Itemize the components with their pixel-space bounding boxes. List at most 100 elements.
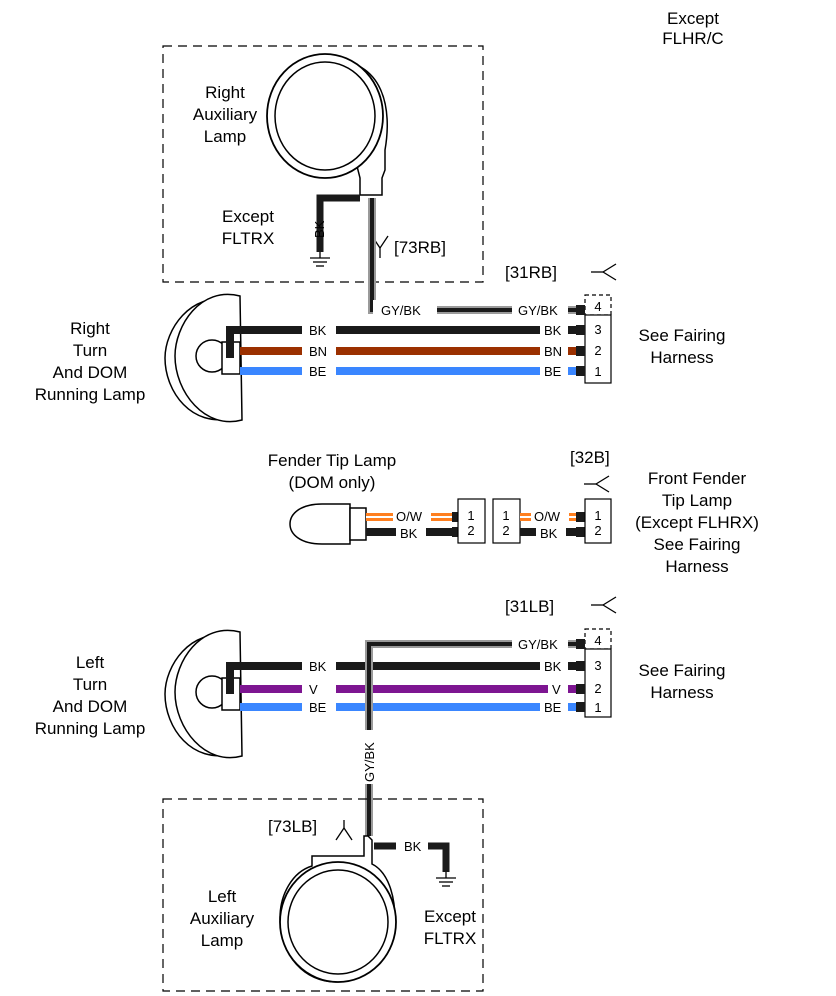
fender-pin-1: 1 xyxy=(594,508,601,523)
left-v-label-1: V xyxy=(309,682,318,697)
fender-bk-label-2: BK xyxy=(540,526,558,541)
right-gybk-wire-core xyxy=(370,198,576,312)
left-bk-label-2: BK xyxy=(544,659,562,674)
left-be-gap-1 xyxy=(302,697,336,717)
right-gybk-label-2: GY/BK xyxy=(518,303,558,318)
right-bk-label-1: BK xyxy=(309,323,327,338)
left-v-gap-1 xyxy=(302,679,336,699)
right-aux-label-1: Right xyxy=(205,83,245,102)
left-turn-see-2: Harness xyxy=(650,683,713,702)
header-note-line2: FLHR/C xyxy=(662,29,723,48)
left-bk-gap-1 xyxy=(302,656,336,676)
left-v-gap-2 xyxy=(548,679,568,699)
right-gybk-label-gap-1 xyxy=(373,300,437,320)
right-bk-gap-2 xyxy=(540,320,568,340)
left-aux-ground-gap xyxy=(396,836,428,856)
left-gybk-label-1: GY/BK xyxy=(518,637,558,652)
right-turn-see-1: See Fairing xyxy=(639,326,726,345)
right-pin-3: 3 xyxy=(594,322,601,337)
right-aux-ground-wire xyxy=(316,194,360,252)
right-turn-label-4: Running Lamp xyxy=(35,385,146,404)
left-bk-wire xyxy=(226,662,576,694)
left-aux-connector-icon xyxy=(335,820,353,841)
right-turn-label-3: And DOM xyxy=(53,363,128,382)
right-aux-lamp-icon xyxy=(266,53,388,196)
right-aux-label-2: Auxiliary xyxy=(193,105,258,124)
fender-ow-label-2: O/W xyxy=(534,509,561,524)
right-turn-connector-icon xyxy=(576,294,612,384)
right-aux-except-1: Except xyxy=(222,207,274,226)
left-aux-label-1: Left xyxy=(208,887,237,906)
right-aux-boundary xyxy=(162,45,484,283)
right-be-gap-1 xyxy=(302,361,336,381)
left-aux-label-2: Auxiliary xyxy=(190,909,255,928)
left-pin-2: 2 xyxy=(594,681,601,696)
fender-tip-lamp-icon xyxy=(289,503,367,545)
right-bn-label-2: BN xyxy=(544,344,562,359)
left-turn-lamp-icon xyxy=(164,629,243,759)
right-turn-label-2: Turn xyxy=(73,341,107,360)
right-turn-label-1: Right xyxy=(70,319,110,338)
left-turn-connector-icon xyxy=(576,628,612,718)
left-turn-label-4: Running Lamp xyxy=(35,719,146,738)
left-turn-connector-symbol-icon xyxy=(591,596,617,614)
right-gybk-label-1: GY/BK xyxy=(381,303,421,318)
right-pin-2: 2 xyxy=(594,343,601,358)
fender-connector-symbol-icon xyxy=(584,475,610,493)
fender-inline-pin-1a: 1 xyxy=(467,508,474,523)
right-bn-gap-2 xyxy=(540,341,568,361)
left-aux-ground-label: BK xyxy=(404,839,422,854)
right-bk-wire xyxy=(226,326,576,358)
fender-right-label-4: See Fairing xyxy=(654,535,741,554)
left-bk-gap-2 xyxy=(540,656,568,676)
right-aux-connector-label: [73RB] xyxy=(394,238,446,257)
left-be-label-2: BE xyxy=(544,700,562,715)
fender-label-1: Fender Tip Lamp xyxy=(268,451,397,470)
right-gybk-label-gap-2 xyxy=(512,300,568,320)
left-gybk-gap-1 xyxy=(512,634,568,654)
left-turn-label-1: Left xyxy=(76,653,105,672)
fender-right-label-3: (Except FLHRX) xyxy=(635,513,759,532)
left-be-gap-2 xyxy=(540,697,568,717)
left-turn-see-1: See Fairing xyxy=(639,661,726,680)
fender-right-label-5: Harness xyxy=(665,557,728,576)
left-aux-ground-icon xyxy=(436,872,456,887)
right-aux-ground-label: BK xyxy=(312,220,327,238)
left-bk-label-1: BK xyxy=(309,659,327,674)
left-be-label-1: BE xyxy=(309,700,327,715)
left-aux-connector-label: [73LB] xyxy=(268,817,317,836)
left-pin-1: 1 xyxy=(594,700,601,715)
right-aux-except-2: FLTRX xyxy=(222,229,275,248)
left-turn-label-2: Turn xyxy=(73,675,107,694)
left-v-label-2: V xyxy=(552,682,561,697)
fender-right-label-1: Front Fender xyxy=(648,469,747,488)
fender-connector-label: [32B] xyxy=(570,448,610,467)
right-bk-label-2: BK xyxy=(544,323,562,338)
left-pin-3: 3 xyxy=(594,658,601,673)
left-aux-label-3: Lamp xyxy=(201,931,244,950)
left-pin-4: 4 xyxy=(594,633,601,648)
header-note-line1: Except xyxy=(667,9,719,28)
fender-inline-pin-2b: 2 xyxy=(502,523,509,538)
right-be-label-1: BE xyxy=(309,364,327,379)
right-aux-ground-icon xyxy=(310,252,330,267)
left-gybk-gap-2 xyxy=(359,730,379,784)
left-aux-lamp-icon xyxy=(279,835,397,983)
left-turn-connector-label: [31LB] xyxy=(505,597,554,616)
fender-right-label-2: Tip Lamp xyxy=(662,491,732,510)
right-pin-4: 4 xyxy=(594,299,601,314)
fender-pin-2: 2 xyxy=(594,523,601,538)
fender-bk-gap-2 xyxy=(536,522,566,542)
right-turn-connector-label: [31RB] xyxy=(505,263,557,282)
left-gybk-vertical-label: GY/BK xyxy=(362,742,377,782)
fender-connector-icon xyxy=(576,498,612,544)
fender-ow-label-1: O/W xyxy=(396,509,423,524)
left-turn-label-3: And DOM xyxy=(53,697,128,716)
fender-label-2: (DOM only) xyxy=(289,473,376,492)
fender-inline-connector-icon xyxy=(452,498,521,544)
right-be-label-2: BE xyxy=(544,364,562,379)
fender-inline-pin-2a: 2 xyxy=(467,523,474,538)
right-turn-see-2: Harness xyxy=(650,348,713,367)
left-aux-except-2: FLTRX xyxy=(424,929,477,948)
